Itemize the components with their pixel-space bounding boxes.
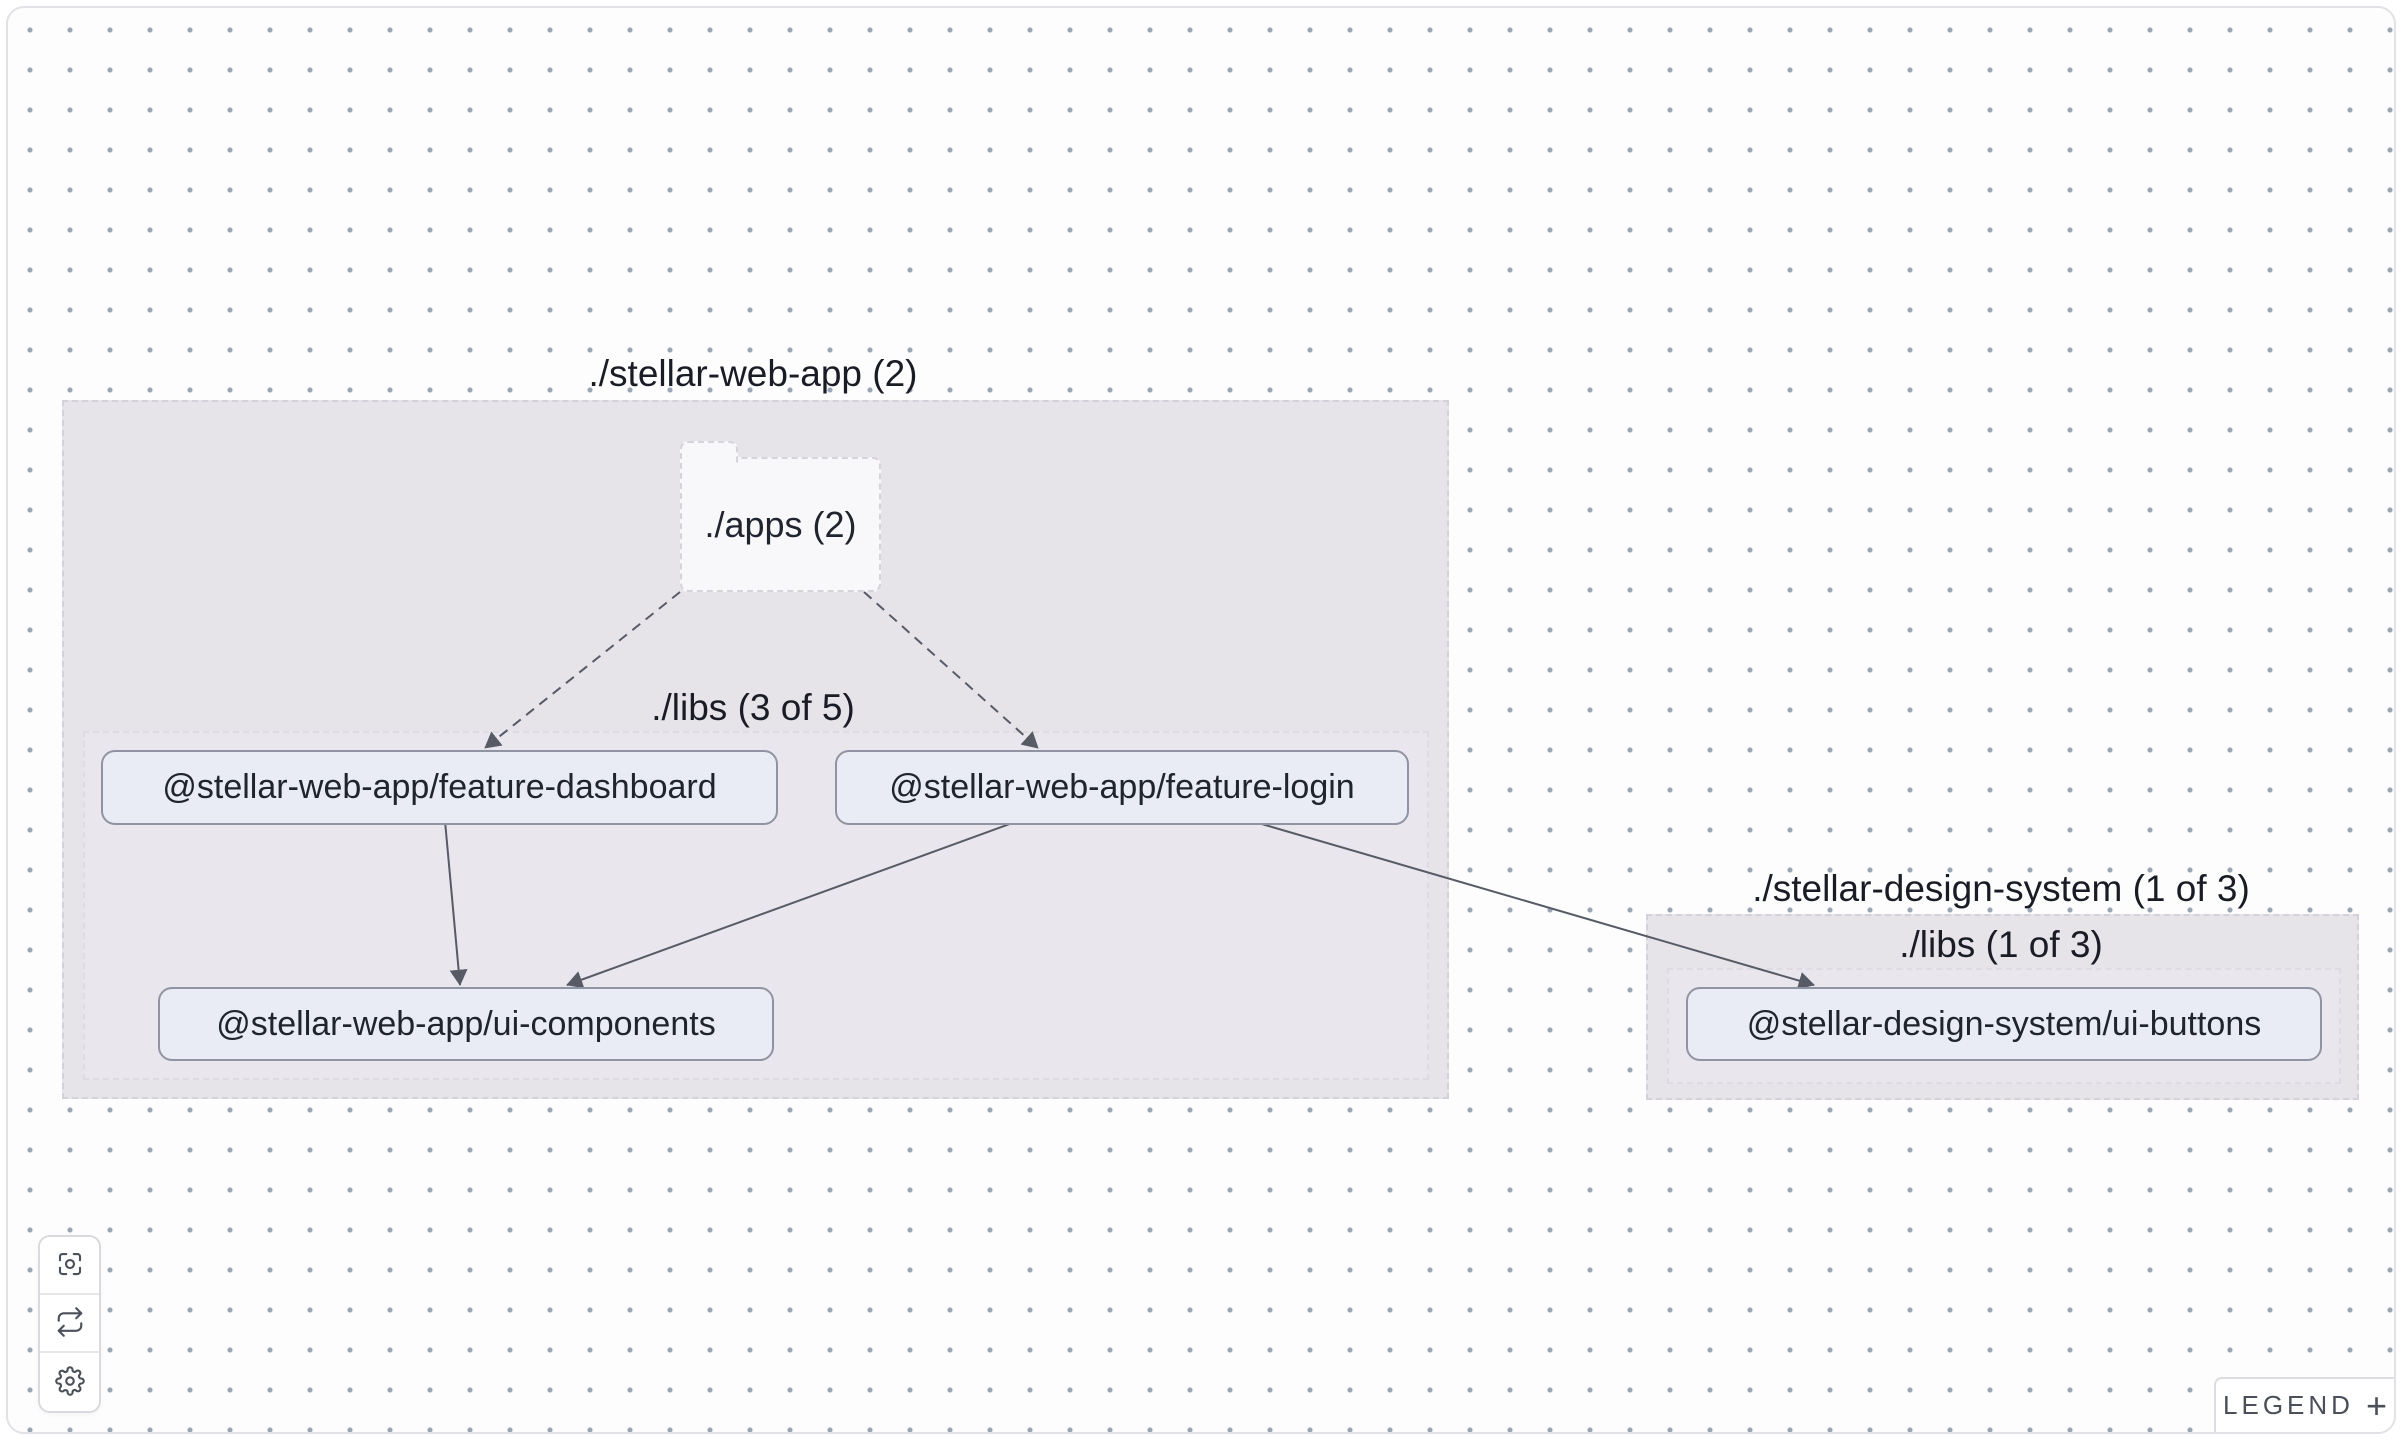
focus-icon	[55, 1249, 85, 1282]
legend-button[interactable]: LEGEND +	[2214, 1377, 2394, 1432]
focus-button[interactable]	[40, 1237, 99, 1295]
project-node-feature-dashboard[interactable]: @stellar-web-app/feature-dashboard	[101, 750, 778, 825]
folder-body: ./apps (2)	[680, 457, 881, 592]
project-node-feature-login[interactable]: @stellar-web-app/feature-login	[835, 750, 1409, 825]
folder-tab	[680, 441, 738, 465]
plus-icon: +	[2365, 1384, 2387, 1426]
group-label-stellar-design-system: ./stellar-design-system (1 of 3)	[1752, 868, 2250, 909]
folder-label: ./apps (2)	[704, 503, 857, 545]
settings-button[interactable]	[40, 1353, 99, 1411]
group-label-stellar-web-app: ./stellar-web-app (2)	[588, 353, 918, 394]
group-label-design-system-libs: ./libs (1 of 3)	[1899, 924, 2103, 965]
project-node-ui-buttons[interactable]: @stellar-design-system/ui-buttons	[1686, 987, 2322, 1061]
graph-canvas[interactable]: ./stellar-web-app (2) ./libs (3 of 5) ./…	[6, 6, 2396, 1434]
refresh-icon	[55, 1306, 85, 1340]
project-node-ui-components[interactable]: @stellar-web-app/ui-components	[158, 987, 774, 1061]
group-label-web-app-libs: ./libs (3 of 5)	[651, 687, 855, 728]
legend-label: LEGEND	[2223, 1390, 2354, 1420]
refresh-button[interactable]	[40, 1295, 99, 1353]
canvas-toolbar	[38, 1235, 101, 1413]
folder-node-apps[interactable]: ./apps (2)	[680, 441, 881, 592]
settings-icon	[54, 1365, 85, 1399]
